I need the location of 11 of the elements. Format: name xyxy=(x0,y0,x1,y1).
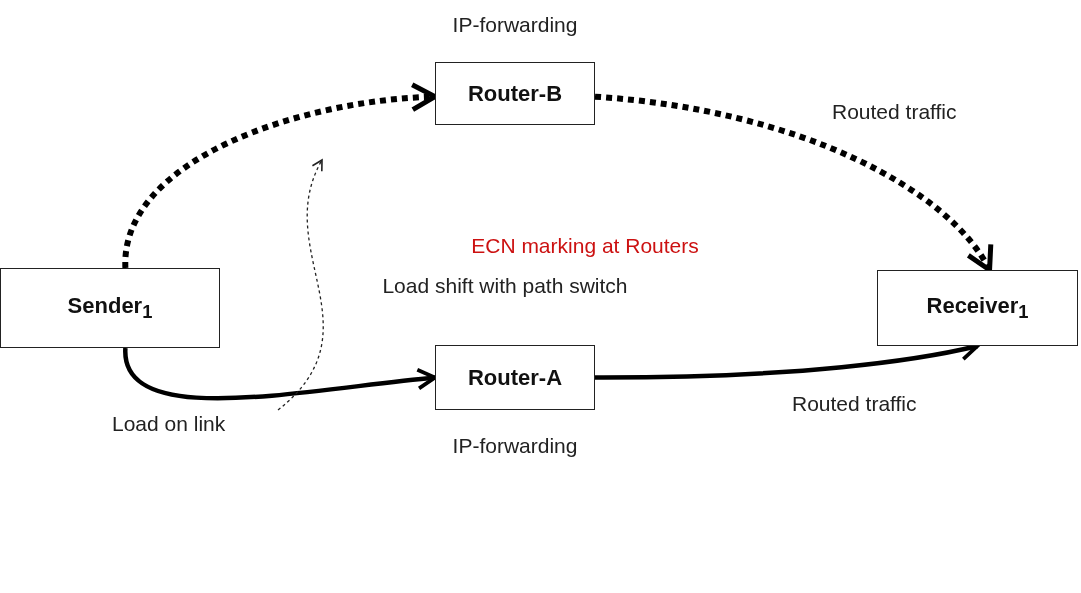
annotation-text: ECN marking at Routers xyxy=(470,233,700,259)
node-label: Router-A xyxy=(467,364,563,391)
router-box xyxy=(877,270,1078,346)
annotation-text: Load shift with path switch xyxy=(381,273,629,299)
node-label: Sender$_{1}$ xyxy=(67,292,153,324)
router-box xyxy=(0,268,220,348)
node-label: Router-B xyxy=(467,80,563,107)
node-caption: IP-forwarding xyxy=(452,13,578,37)
arrow xyxy=(123,347,437,401)
node-label: Receiver$_{1}$ xyxy=(926,292,1029,324)
node-caption: IP-forwarding xyxy=(452,434,578,458)
